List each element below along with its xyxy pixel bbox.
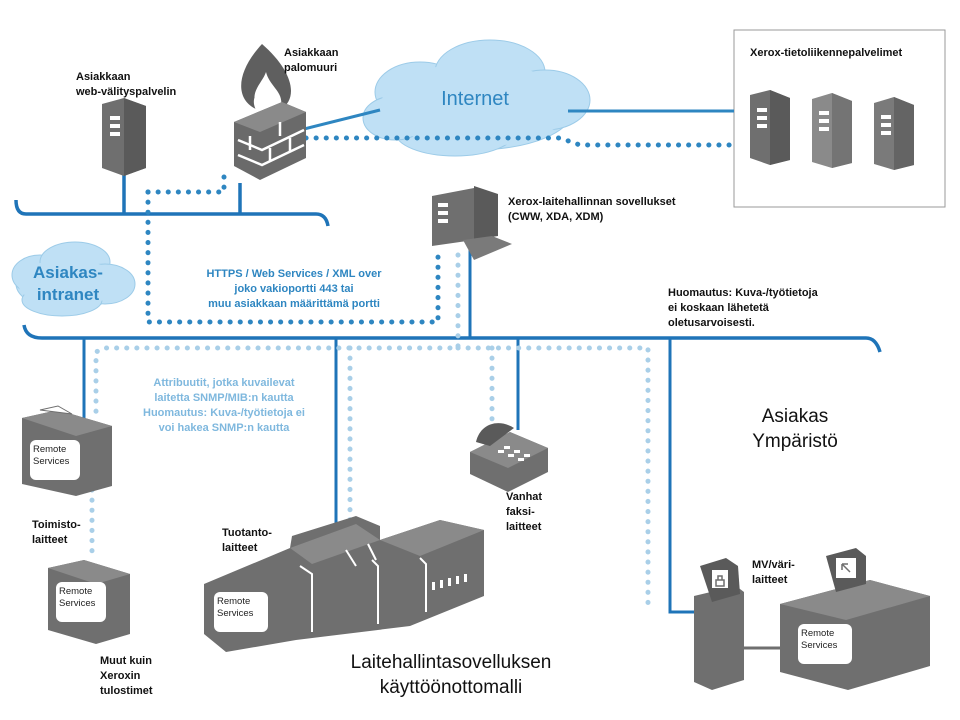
- web-proxy-server-icon: [102, 98, 146, 176]
- legacy-fax-label: Vanhat faksi- laitteet: [506, 491, 543, 533]
- xerox-server-icon: [750, 90, 790, 165]
- xerox-servers-label: Xerox-tietoliikennepalvelimet: [750, 47, 903, 59]
- customer-environment-label: Asiakas Ympäristö: [752, 406, 838, 452]
- xerox-apps-label: Xerox-laitehallinnan sovellukset (CWW, X…: [508, 196, 676, 223]
- https-note: HTTPS / Web Services / XML over joko vak…: [206, 268, 382, 310]
- production-printer-icon: [204, 516, 484, 652]
- production-devices-label: Tuotanto- laitteet: [222, 527, 272, 554]
- snmp-note: Attribuutit, jotka kuvailevat laitetta S…: [143, 377, 305, 434]
- intranet-label: Asiakas- intranet: [33, 263, 103, 304]
- mv-color-devices-label: MV/väri- laitteet: [752, 559, 795, 586]
- fax-icon: [470, 423, 548, 492]
- office-devices-label: Toimisto- laitteet: [32, 519, 81, 546]
- flame-icon: [241, 44, 292, 110]
- image-note: Huomautus: Kuva-/työtietoja ei koskaan l…: [668, 287, 818, 329]
- color-printer-icon: [694, 548, 930, 690]
- internet-label: Internet: [441, 88, 509, 110]
- web-proxy-label: Asiakkaan web-välityspalvelin: [76, 71, 177, 98]
- deployment-model-title: Laitehallintasovelluksen käyttöönottomal…: [350, 652, 552, 698]
- firewall-icon: [234, 44, 306, 180]
- workstation-icon: [432, 186, 512, 260]
- non-xerox-printers-label: Muut kuin Xeroxin tulostimet: [100, 655, 153, 697]
- xerox-server-icon: [812, 93, 852, 168]
- firewall-label: Asiakkaan palomuuri: [284, 47, 339, 74]
- xerox-server-icon: [874, 97, 914, 170]
